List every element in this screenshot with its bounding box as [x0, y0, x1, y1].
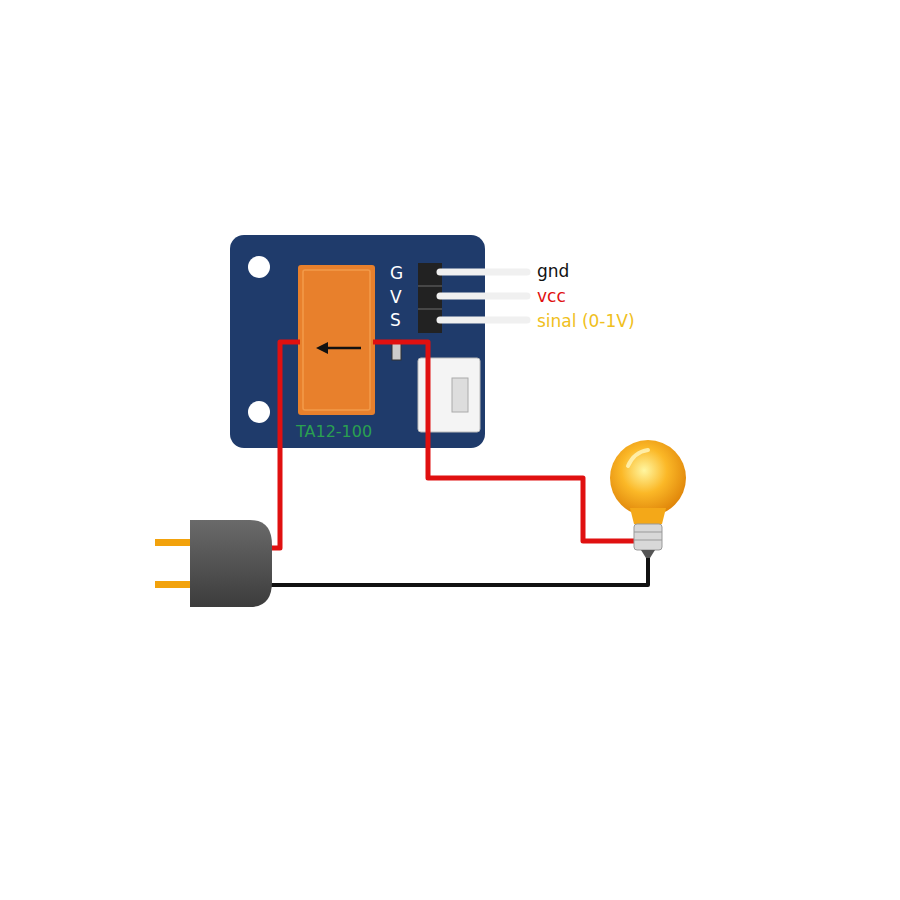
pin-name: V: [390, 289, 402, 306]
current-arrow: [326, 347, 361, 350]
bulb-base: [634, 524, 662, 550]
pin-name: G: [390, 265, 403, 282]
mounting-hole: [248, 401, 270, 423]
signal-name: sinal (0-1V): [537, 313, 635, 330]
signal-name: gnd: [537, 263, 569, 280]
current-transformer: [298, 265, 375, 415]
coil-edge: [303, 270, 370, 410]
live-wire: [373, 342, 636, 541]
connector-slot: [452, 378, 468, 412]
pin-name: S: [390, 312, 401, 329]
pin: [440, 293, 527, 300]
pin: [440, 317, 527, 324]
sensor-module: TA12-100: [230, 235, 485, 448]
module-board: [230, 235, 485, 448]
pin: [440, 269, 527, 276]
plug-prong: [155, 581, 193, 588]
module-name: TA12-100: [296, 424, 372, 440]
signal-name: vcc: [537, 288, 566, 305]
light-bulb: [610, 440, 686, 516]
neutral-wire: [270, 556, 648, 585]
live-wire: [270, 342, 300, 548]
plug-prong: [155, 539, 193, 546]
power-plug: [190, 520, 272, 607]
mounting-hole: [248, 256, 270, 278]
